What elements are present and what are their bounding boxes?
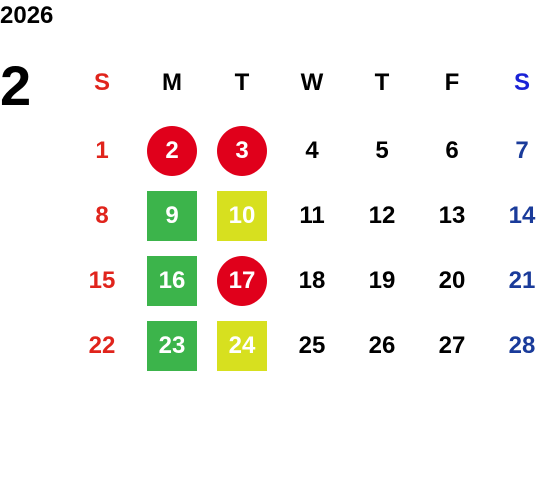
weekday-header-thu: T (347, 50, 417, 115)
day-number: 3 (235, 136, 249, 164)
day-cell[interactable]: 17 (207, 248, 277, 313)
day-cell[interactable]: 3 (207, 118, 277, 183)
day-cell[interactable]: 1 (67, 118, 137, 183)
day-number: 20 (438, 266, 466, 294)
day-cell[interactable]: 24 (207, 313, 277, 378)
day-cell[interactable]: 25 (277, 313, 347, 378)
day-number: 8 (95, 201, 109, 229)
day-number: 28 (508, 331, 536, 359)
day-cell[interactable]: 8 (67, 183, 137, 248)
holiday-circle-marker (217, 255, 267, 306)
day-cell[interactable]: 22 (67, 313, 137, 378)
day-number: 10 (228, 201, 256, 229)
day-cell[interactable]: 18 (277, 248, 347, 313)
year-label: 2026 (0, 2, 54, 29)
green-square-marker (147, 320, 197, 371)
day-number: 2 (165, 136, 179, 164)
day-cell[interactable]: 10 (207, 183, 277, 248)
weekday-label: T (374, 68, 390, 96)
day-number: 6 (445, 136, 459, 164)
day-cell[interactable]: 15 (67, 248, 137, 313)
day-cell[interactable]: 23 (137, 313, 207, 378)
day-cell[interactable]: 6 (417, 118, 487, 183)
weekday-label: M (162, 68, 182, 96)
day-cell[interactable]: 27 (417, 313, 487, 378)
weekday-header-mon: M (137, 50, 207, 115)
day-number: 13 (438, 201, 466, 229)
day-number: 9 (165, 201, 179, 229)
weekday-label: S (513, 68, 530, 96)
yellow-square-marker (217, 320, 267, 371)
day-cell[interactable]: 12 (347, 183, 417, 248)
day-cell[interactable]: 4 (277, 118, 347, 183)
day-number: 26 (368, 331, 396, 359)
day-cell[interactable]: 9 (137, 183, 207, 248)
weekday-label: W (300, 68, 324, 96)
day-number: 7 (515, 136, 529, 164)
day-cell[interactable]: 14 (487, 183, 548, 248)
day-number: 12 (368, 201, 396, 229)
day-number: 14 (508, 201, 536, 229)
day-cell[interactable]: 16 (137, 248, 207, 313)
day-cell[interactable]: 2 (137, 118, 207, 183)
day-cell[interactable]: 28 (487, 313, 548, 378)
day-cell[interactable]: 26 (347, 313, 417, 378)
yellow-square-marker (217, 190, 267, 241)
holiday-circle-marker (217, 125, 267, 176)
day-number: 4 (305, 136, 319, 164)
day-number: 23 (158, 331, 186, 359)
day-number: 22 (88, 331, 116, 359)
green-square-marker (147, 190, 197, 241)
day-cell[interactable]: 11 (277, 183, 347, 248)
day-number: 5 (375, 136, 389, 164)
day-number: 19 (368, 266, 396, 294)
weekday-label: S (93, 68, 110, 96)
day-number: 25 (298, 331, 326, 359)
month-label: 2 (0, 54, 32, 117)
day-number: 15 (88, 266, 116, 294)
day-number: 27 (438, 331, 466, 359)
day-number: 21 (508, 266, 536, 294)
weekday-label: F (444, 68, 460, 96)
day-number: 17 (228, 266, 256, 294)
day-cell[interactable]: 13 (417, 183, 487, 248)
weekday-header-fri: F (417, 50, 487, 115)
day-cell[interactable]: 5 (347, 118, 417, 183)
day-number: 16 (158, 266, 186, 294)
day-number: 11 (299, 201, 325, 229)
weekday-header-sun: S (67, 50, 137, 115)
day-number: 1 (95, 136, 109, 164)
day-cell[interactable]: 7 (487, 118, 548, 183)
green-square-marker (147, 255, 197, 306)
day-number: 18 (298, 266, 326, 294)
day-cell[interactable]: 19 (347, 248, 417, 313)
holiday-circle-marker (147, 125, 197, 176)
weekday-header-sat: S (487, 50, 548, 115)
day-cell[interactable]: 21 (487, 248, 548, 313)
day-number: 24 (228, 331, 256, 359)
weekday-header-wed: W (277, 50, 347, 115)
weekday-label: T (234, 68, 250, 96)
weekday-header-tue: T (207, 50, 277, 115)
day-cell[interactable]: 20 (417, 248, 487, 313)
